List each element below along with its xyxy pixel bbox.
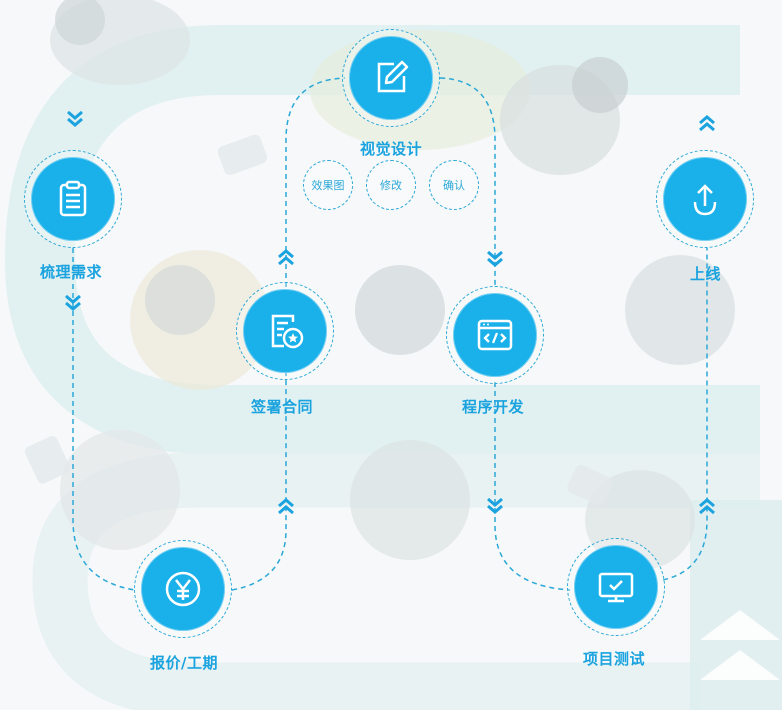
clipboard-icon (59, 180, 87, 217)
upload-arrow-icon (693, 184, 717, 216)
chevron-up-icon (278, 249, 294, 266)
step-label: 视觉设计 (360, 140, 423, 158)
step-visual-design-node (342, 29, 440, 127)
step-requirements-node (24, 150, 122, 248)
step-label: 报价/工期 (150, 654, 218, 672)
chevron-down-icon (67, 110, 83, 127)
step-label: 梳理需求 (40, 263, 103, 281)
code-window-icon (477, 319, 513, 351)
step-development-node (446, 286, 544, 384)
step-quote-node (134, 540, 232, 638)
step-label: 签署合同 (251, 398, 314, 416)
monitor-check-icon (598, 572, 634, 603)
chevron-up-icon (278, 498, 294, 515)
design-substep-mockup: 效果图 (303, 160, 353, 210)
step-label: 项目测试 (583, 650, 646, 668)
step-testing-node (567, 538, 665, 636)
design-substep-revise: 修改 (366, 160, 416, 210)
contract-icon (271, 314, 304, 349)
chevron-up-icon (699, 115, 715, 132)
chevron-up-icon (699, 498, 715, 515)
step-launch-node (656, 150, 754, 248)
chevron-down-icon (487, 497, 503, 514)
design-substep-confirm: 确认 (429, 160, 479, 210)
pencil-edit-icon (377, 60, 409, 93)
step-label: 上线 (690, 265, 722, 283)
chevron-down-icon (65, 294, 81, 311)
chevron-down-icon (487, 250, 503, 267)
yen-icon (165, 571, 201, 607)
step-label: 程序开发 (462, 398, 525, 416)
step-contract-node (236, 282, 334, 380)
